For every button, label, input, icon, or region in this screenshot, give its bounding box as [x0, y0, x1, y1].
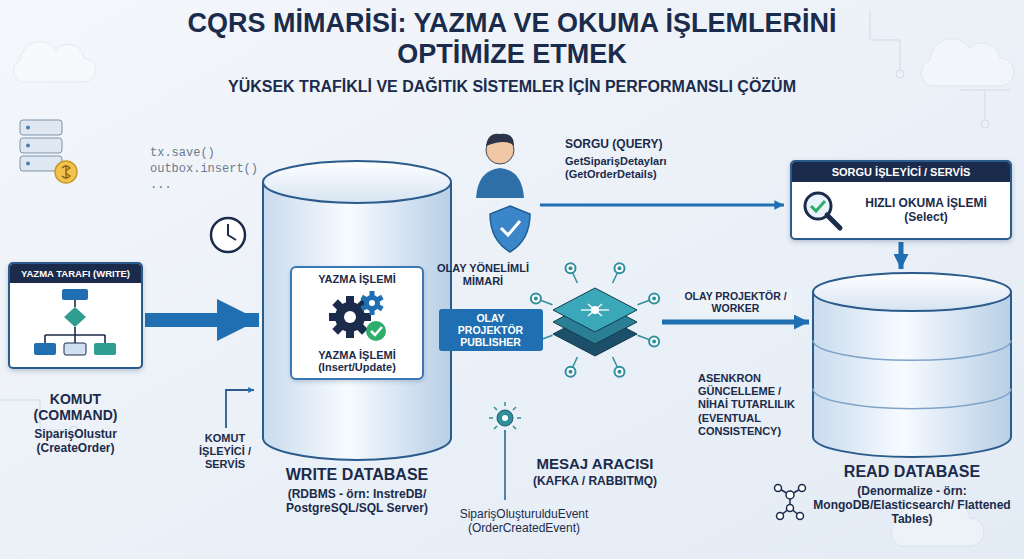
node-text: (RDBMS - örn: InstreDB/ PostgreSQL/SQL S…: [262, 487, 452, 515]
cloud: [14, 39, 1014, 546]
annotation-label: KOMUT İŞLEYİCİ / SERVİS: [192, 432, 258, 472]
node-text: YAZMA İŞLEMİ: [296, 273, 418, 285]
cylinder-top: [263, 161, 451, 203]
annotation-label: GetSiparişDetayları (GetOrderDetails): [565, 155, 725, 181]
cylinder-body: [263, 182, 451, 460]
broker-node: MESAJ ARACISI (KAFKA / RABBITMQ): [530, 275, 660, 488]
query-node: SORGU İŞLEYİCİ / SERVİS HIZLI OKUMA İŞLEM…: [790, 160, 1012, 240]
node-text: YAZMA TARAFI (WRITE): [10, 264, 141, 283]
node-text: SiparişOlustur (CreateOrder): [8, 427, 143, 455]
write-side-box: YAZMA TARAFI (WRITE): [8, 262, 143, 369]
annotation-label: OLAY YÖNELİMLİ MİMARİ: [436, 262, 530, 288]
node-text: READ DATABASE: [812, 463, 1012, 481]
gear-icon: [322, 289, 392, 345]
connector-arrow: [899, 242, 904, 269]
user-icon: [476, 134, 524, 198]
connector-arrow: [662, 320, 809, 325]
cylinder-ring: [813, 389, 1011, 409]
node-text: (Denormalize - örn: MongoDB/Elasticsearc…: [812, 484, 1012, 526]
node-text: MESAJ ARACISI: [530, 455, 660, 472]
server-icon: [20, 120, 62, 171]
cylinder-ring: [813, 340, 1011, 360]
annotation-label: tx.save(): [150, 146, 270, 160]
cyl-node: WRITE DATABASE (RDBMS - örn: InstreDB/ Po…: [262, 160, 452, 515]
annotation-label: SiparişOluşturulduEvent (OrderCreatedEve…: [436, 507, 612, 536]
node-text: HIZLI OKUMA İŞLEMİ (Select): [850, 196, 1002, 224]
annotation-label: ASENKRON GÜNCELLEME / NİHAİ TUTARLILIK (…: [698, 372, 808, 438]
edge-label: OLAY PROJEKTÖR PUBLISHER: [439, 309, 543, 351]
write-node: YAZMA TARAFI (WRITE) KOMUT (COMMAND) Sipar…: [8, 262, 143, 455]
edge-label: OLAY PROJEKTÖR / WORKER: [680, 289, 792, 315]
node-text: YAZMA İŞLEMİ (Insert/Update): [296, 349, 418, 373]
connector-arrow: [145, 313, 259, 327]
annotation-label: outbox.insert(): [150, 162, 270, 176]
shield-icon: [490, 206, 530, 252]
magnifier-icon: [800, 188, 844, 232]
title: CQRS MİMARİSİ: YAZMA VE OKUMA İŞLEMLERİN…: [182, 8, 842, 70]
node-text: (KAFKA / RABBITMQ): [530, 474, 660, 488]
caption: YÜKSEK TRAFİKLİ VE DAĞITIK SİSTEMLER İÇİ…: [112, 78, 912, 96]
leader-line: [226, 390, 254, 428]
node-text: SORGU İŞLEYİCİ / SERVİS: [792, 162, 1010, 182]
database-cylinder: [812, 272, 1012, 457]
clock-icon: [211, 218, 245, 252]
panel-node: YAZMA İŞLEMİ YAZMA İŞLEMİ (Insert/Update): [290, 266, 424, 380]
query-service-box: SORGU İŞLEYİCİ / SERVİS HIZLI OKUMA İŞLEM…: [790, 160, 1012, 240]
message-broker-icon: [530, 275, 660, 455]
flowchart-icon: [10, 283, 141, 367]
coin-icon: [55, 161, 77, 183]
annotation-label: SORGU (QUERY): [565, 137, 725, 151]
cylinder-body: [813, 292, 1011, 457]
annotation-label: ...: [150, 178, 270, 192]
node-text: WRITE DATABASE: [262, 466, 452, 484]
node-text: KOMUT (COMMAND): [8, 391, 143, 423]
network-icon: [775, 485, 806, 520]
query-arrow: [540, 204, 784, 207]
cylinder-top: [813, 273, 1011, 311]
cyl2-node: READ DATABASE (Denormalize - örn: MongoDB…: [812, 272, 1012, 526]
query-row: HIZLI OKUMA İŞLEMİ (Select): [792, 182, 1010, 238]
event-icon: [489, 402, 521, 500]
